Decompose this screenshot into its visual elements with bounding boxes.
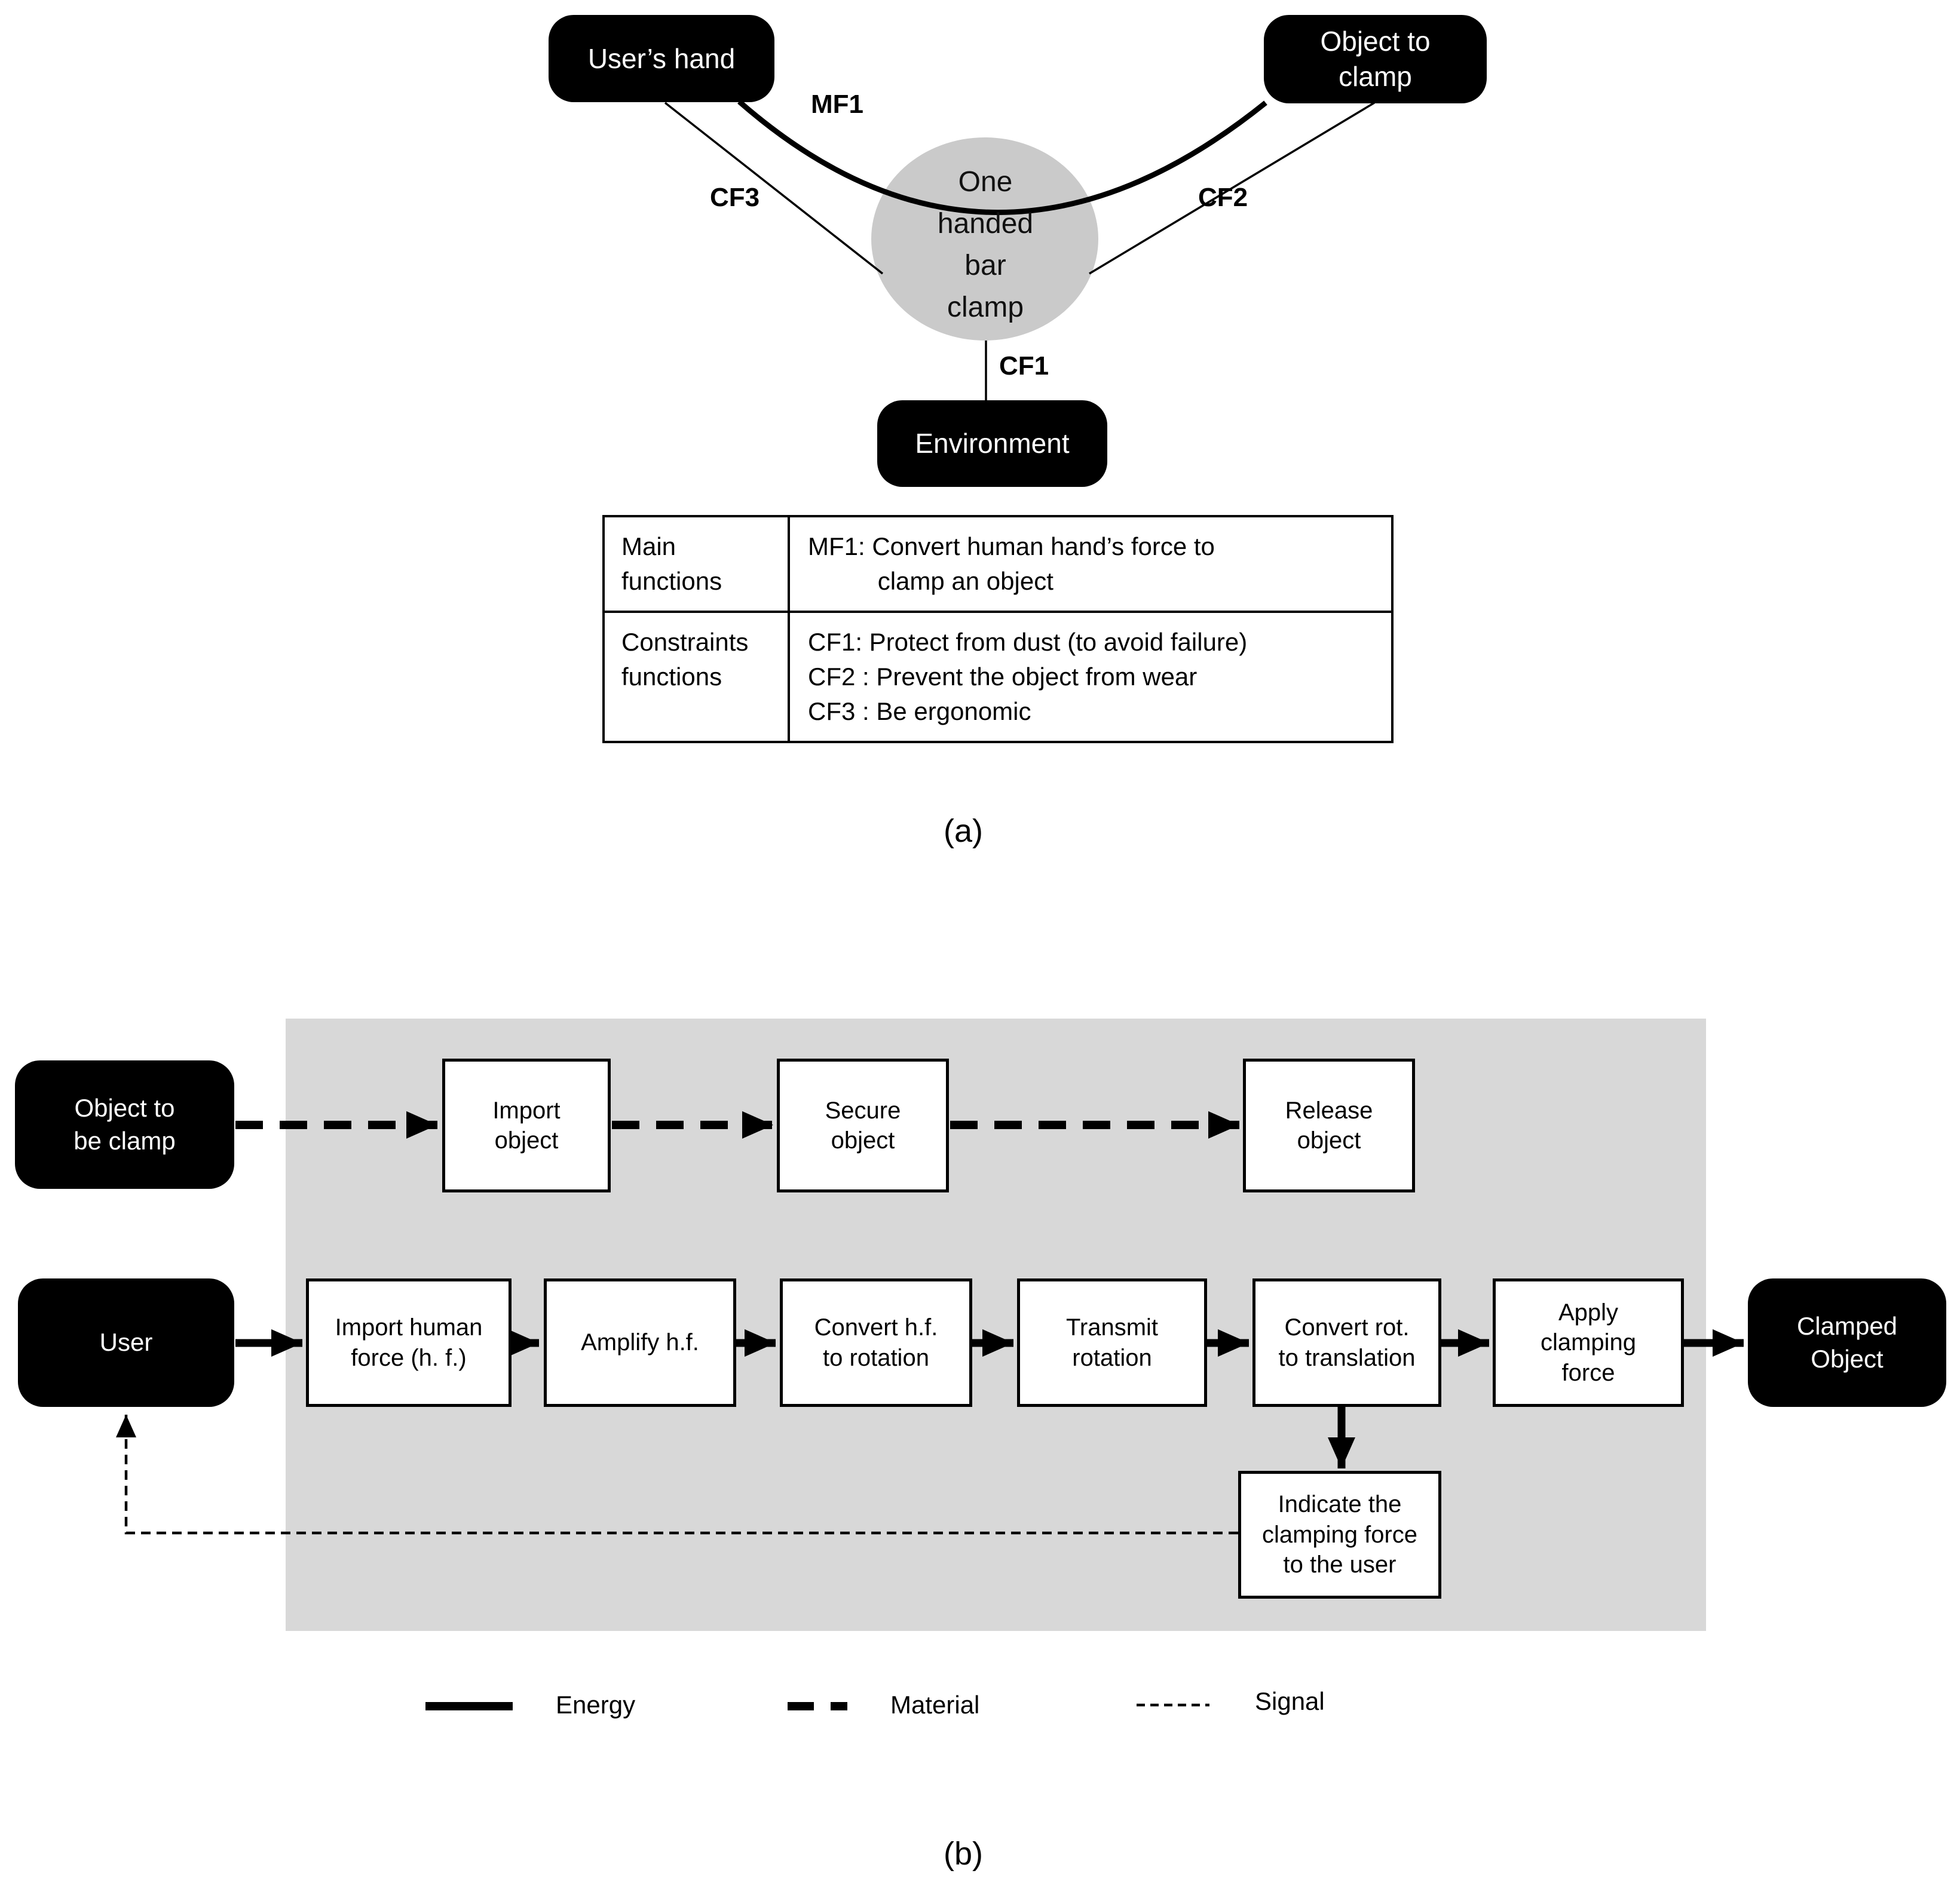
edge-label-cf1: CF1 bbox=[999, 351, 1049, 381]
function-box-import-object: Import object bbox=[442, 1059, 611, 1192]
function-box-release-object: Release object bbox=[1243, 1059, 1415, 1192]
edge-cf2-line bbox=[1089, 102, 1375, 275]
table-cell-main-functions: MF1: Convert human hand’s force to clamp… bbox=[808, 532, 1215, 595]
edge-label-mf1: MF1 bbox=[811, 90, 863, 119]
function-box-indicate-clamping-force: Indicate the clamping force to the user bbox=[1238, 1471, 1441, 1599]
node-users-hand: User’s hand bbox=[549, 15, 774, 102]
table-row-constraints-functions: Constraints functions CF1: Protect from … bbox=[605, 611, 1391, 741]
signal-feedback-path bbox=[116, 1415, 1238, 1535]
product-ellipse-label: One handed bar clamp bbox=[937, 166, 1034, 323]
function-box-convert-hf-to-rotation: Convert h.f. to rotation bbox=[780, 1278, 972, 1407]
node-object-to-clamp: Object to clamp bbox=[1264, 15, 1487, 103]
table-row-main-functions: Main functions MF1: Convert human hand’s… bbox=[605, 517, 1391, 611]
node-object-to-be-clamp: Object to be clamp bbox=[15, 1060, 234, 1189]
edge-label-cf2: CF2 bbox=[1198, 183, 1248, 212]
product-ellipse bbox=[871, 137, 1098, 341]
function-box-import-human-force: Import human force (h. f.) bbox=[306, 1278, 512, 1407]
edge-mf1-curve bbox=[737, 99, 1267, 215]
legend-label-material: Material bbox=[890, 1691, 980, 1719]
edge-cf3-line bbox=[664, 102, 884, 275]
legend-label-energy: Energy bbox=[556, 1691, 636, 1719]
function-box-secure-object: Secure object bbox=[777, 1059, 949, 1192]
node-environment: Environment bbox=[877, 400, 1107, 487]
caption-panel-a: (a) bbox=[944, 813, 983, 849]
function-box-convert-rot-to-translation: Convert rot. to translation bbox=[1252, 1278, 1441, 1407]
node-clamped-object: Clamped Object bbox=[1748, 1278, 1946, 1407]
edge-label-cf3: CF3 bbox=[710, 183, 760, 212]
function-box-amplify-hf: Amplify h.f. bbox=[544, 1278, 736, 1407]
table-cell-constraints-functions: CF1: Protect from dust (to avoid failure… bbox=[808, 628, 1248, 725]
node-user: User bbox=[18, 1278, 234, 1407]
legend-label-signal: Signal bbox=[1255, 1687, 1325, 1715]
function-box-apply-clamping-force: Apply clamping force bbox=[1493, 1278, 1684, 1407]
functions-table: Main functions MF1: Convert human hand’s… bbox=[602, 515, 1394, 743]
table-header-main-functions: Main functions bbox=[605, 517, 790, 611]
table-header-constraints-functions: Constraints functions bbox=[605, 613, 790, 741]
function-box-transmit-rotation: Transmit rotation bbox=[1017, 1278, 1207, 1407]
caption-panel-b: (b) bbox=[944, 1836, 983, 1872]
